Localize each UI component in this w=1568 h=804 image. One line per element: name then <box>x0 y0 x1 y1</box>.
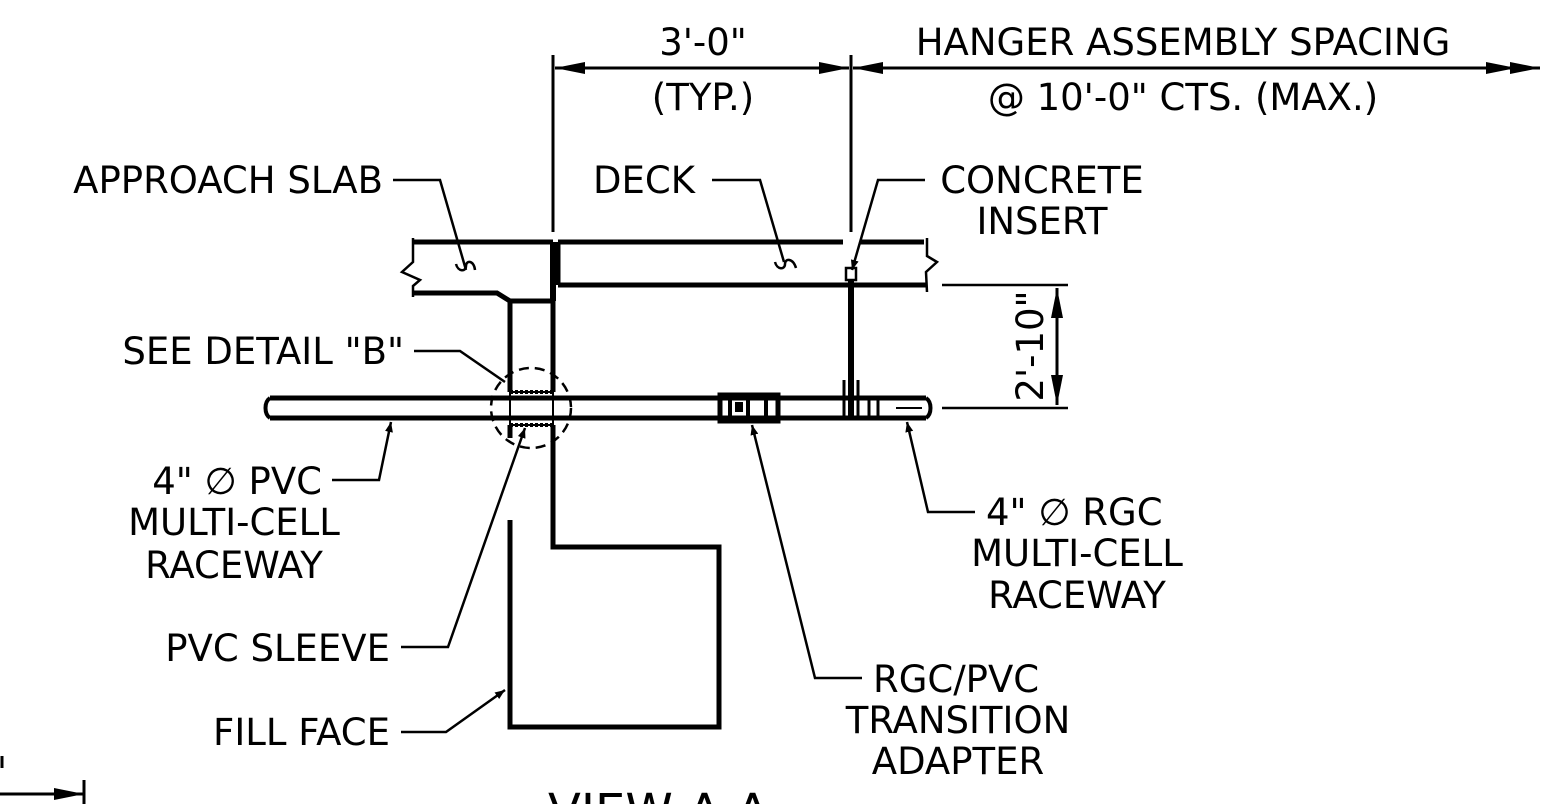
rgc-raceway-label-2: MULTI-CELL <box>971 532 1183 575</box>
partial-dimension-lower-left <box>0 756 86 804</box>
fill-face-label: FILL FACE <box>213 711 390 754</box>
approach-slab-label: APPROACH SLAB <box>73 159 383 202</box>
adapter-label-1: RGC/PVC <box>873 658 1039 701</box>
adapter-label-3: ADAPTER <box>872 740 1044 783</box>
vertical-dimension-value: 2'-10" <box>1009 290 1052 401</box>
typ-dimension-value: 3'-0" <box>659 21 747 64</box>
pvc-raceway-label-1: 4" ∅ PVC <box>152 460 322 503</box>
transition-adapter <box>717 392 781 424</box>
concrete-insert-label-1: CONCRETE <box>940 159 1144 202</box>
deck-label: DECK <box>593 159 697 202</box>
concrete-insert-label-2: INSERT <box>976 200 1107 243</box>
raceway-conduit <box>263 390 933 427</box>
pvc-raceway-label-3: RACEWAY <box>145 544 323 587</box>
typ-dimension-note: (TYP.) <box>652 76 754 119</box>
vertical-dimension <box>942 283 1068 410</box>
detail-b-circle <box>489 366 573 450</box>
see-detail-label: SEE DETAIL "B" <box>122 330 404 373</box>
pvc-raceway-label-2: MULTI-CELL <box>128 501 340 544</box>
rgc-raceway-label-1: 4" ∅ RGC <box>986 491 1163 534</box>
top-dimensions <box>551 55 1540 232</box>
hanger-spacing-value: @ 10'-0" CTS. (MAX.) <box>988 76 1378 119</box>
rgc-raceway-label-3: RACEWAY <box>988 574 1166 617</box>
view-title: VIEW A-A <box>548 784 769 804</box>
approach-slab <box>399 238 556 304</box>
pvc-sleeve-label: PVC SLEEVE <box>165 627 390 670</box>
deck <box>555 238 940 293</box>
backwall <box>507 301 722 730</box>
adapter-label-2: TRANSITION <box>845 699 1071 742</box>
hanger-spacing-label: HANGER ASSEMBLY SPACING <box>916 21 1451 64</box>
leader-lines <box>332 178 975 734</box>
